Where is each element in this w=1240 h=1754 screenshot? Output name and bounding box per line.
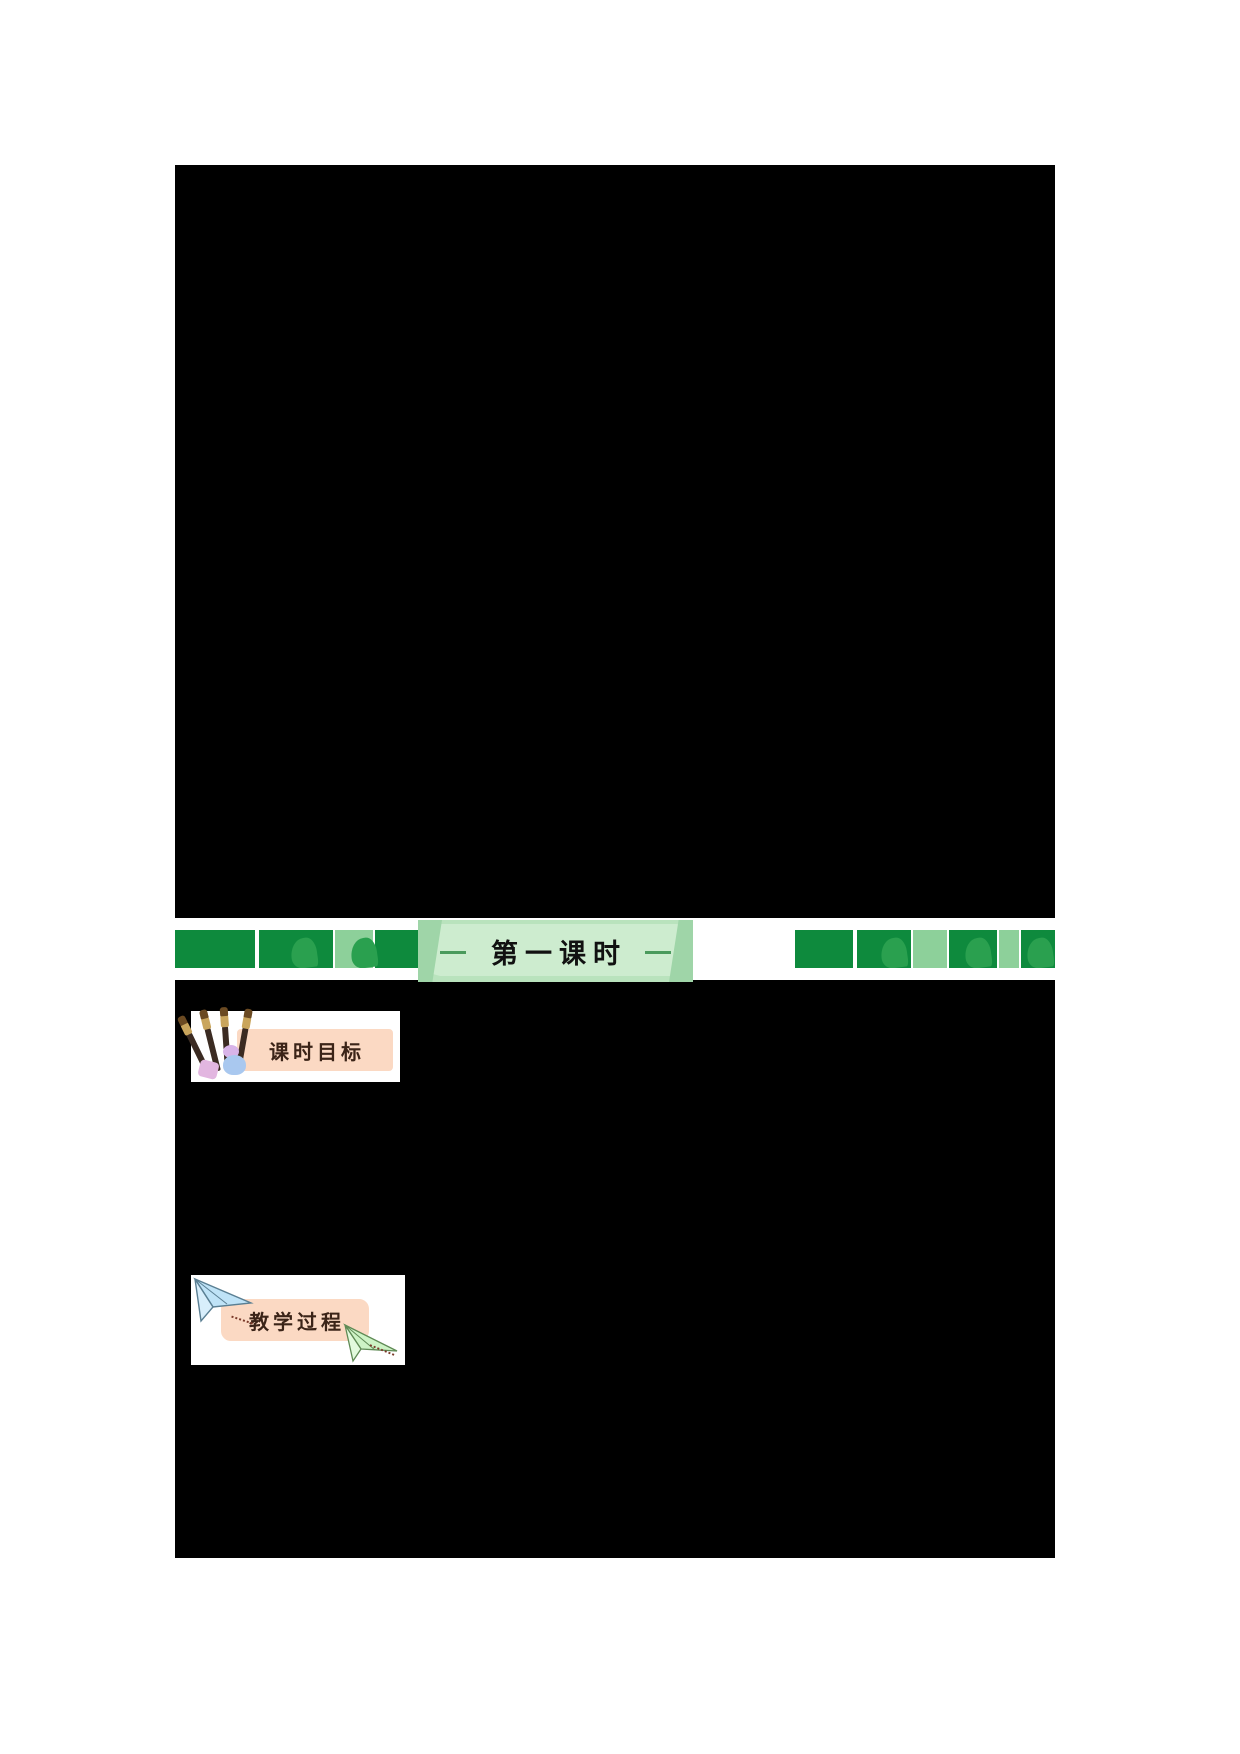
section-badge-objectives: 课时目标 bbox=[186, 1011, 400, 1082]
redacted-content-block-objectives-body bbox=[175, 1082, 1055, 1275]
redacted-content-block-after-banner bbox=[175, 978, 1055, 1011]
banner-right-decoration bbox=[795, 930, 1055, 968]
plaque-dash-left-icon bbox=[440, 951, 466, 954]
section-badge-process: 教学过程 bbox=[193, 1275, 405, 1365]
plaque-face bbox=[418, 924, 693, 976]
process-plate: 教学过程 bbox=[219, 1297, 371, 1343]
process-frame-left bbox=[191, 1275, 193, 1365]
paper-plane-icon bbox=[343, 1323, 398, 1363]
redacted-gutter-right-objectives bbox=[400, 1011, 1055, 1082]
chapter-title: 第一课时 bbox=[491, 938, 627, 970]
process-label: 教学过程 bbox=[249, 1309, 345, 1334]
objectives-label: 课时目标 bbox=[269, 1039, 365, 1064]
objectives-plate: 课时目标 bbox=[235, 1027, 395, 1073]
objectives-frame-top bbox=[191, 1011, 361, 1013]
redacted-gutter-left-process bbox=[175, 1275, 193, 1365]
paper-plane-icon bbox=[193, 1277, 254, 1323]
redacted-gutter-right-process bbox=[405, 1275, 1055, 1365]
chapter-plaque: 第一课时 bbox=[418, 920, 693, 982]
redacted-content-block-process-body bbox=[175, 1365, 1055, 1558]
redacted-content-block-top bbox=[175, 165, 1055, 918]
plaque-dash-right-icon bbox=[645, 951, 671, 954]
